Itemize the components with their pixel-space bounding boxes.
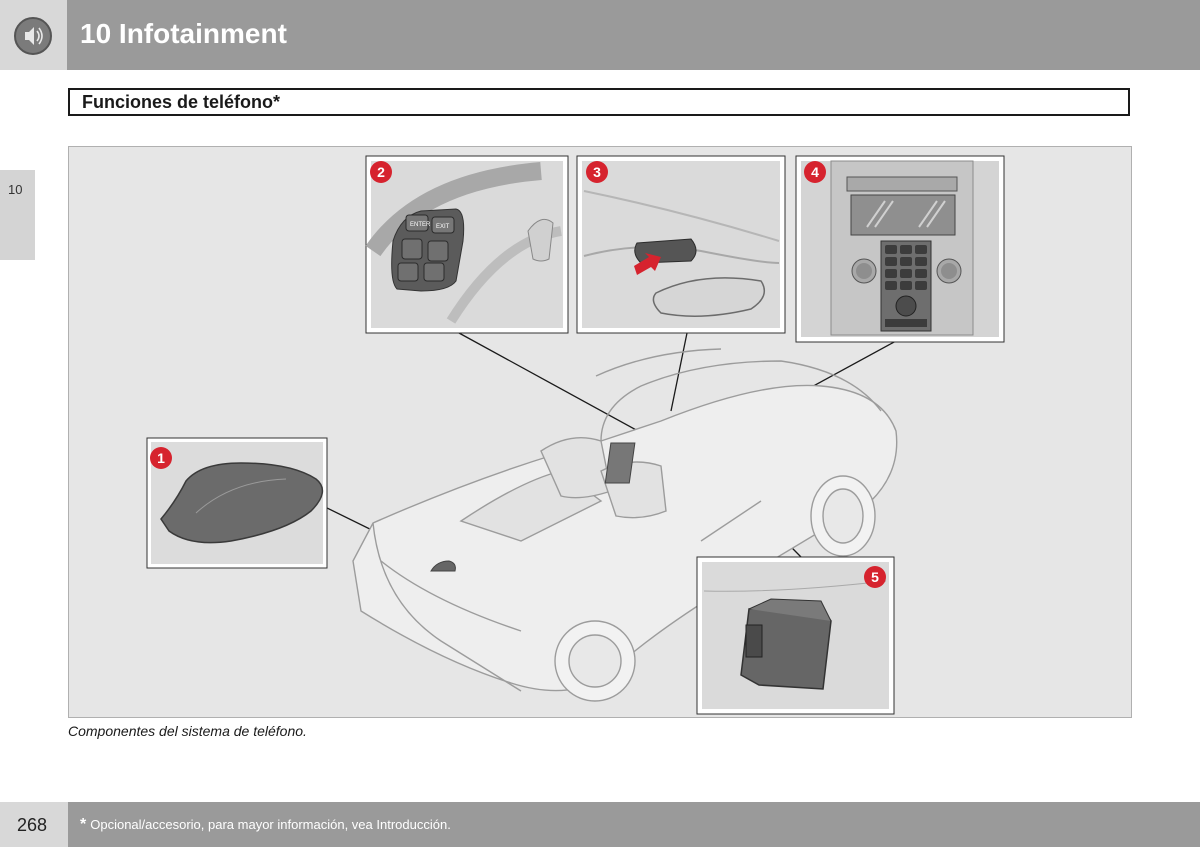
svg-text:EXIT: EXIT — [436, 224, 450, 230]
header-icon-box — [0, 0, 67, 70]
callout-5: 5 — [871, 569, 879, 585]
footnote-mark: * — [80, 816, 87, 833]
panel-4-center-console — [795, 155, 1005, 343]
footnote-text: Opcional/accesorio, para mayor informaci… — [90, 817, 451, 832]
section-title: Funciones de teléfono* — [68, 88, 1130, 116]
footer-pagebox — [0, 802, 68, 847]
page-number: 268 — [17, 815, 48, 835]
header-bar — [0, 0, 1200, 70]
callout-badges — [150, 161, 886, 588]
panel-3-microphone — [576, 155, 786, 334]
callout-2: 2 — [377, 164, 385, 180]
footnote: *Opcional/accesorio, para mayor informac… — [80, 816, 451, 834]
car-illustration — [352, 348, 898, 702]
antenna-on-car — [430, 560, 456, 572]
callout-1: 1 — [157, 450, 165, 466]
phone-system-illustration: ENTER EXIT — [146, 155, 1005, 715]
chapter-title: 10 Infotainment — [80, 18, 287, 49]
panel-5-module — [696, 556, 895, 715]
footer-bar — [68, 802, 1200, 847]
chapter-tab[interactable]: 10 — [0, 170, 35, 260]
panel-2-steering-buttons: ENTER EXIT — [365, 155, 569, 334]
figure-frame: ENTER EXIT — [68, 146, 1184, 835]
chapter-tab-label: 10 — [8, 182, 23, 197]
center-console-on-car — [604, 442, 636, 484]
panel-1-antenna — [146, 437, 328, 569]
callout-3: 3 — [593, 164, 601, 180]
speaker-icon — [14, 17, 52, 55]
figure-caption: Componentes del sistema de teléfono. — [68, 723, 307, 739]
svg-text:ENTER: ENTER — [410, 222, 431, 228]
callout-4: 4 — [811, 164, 819, 180]
